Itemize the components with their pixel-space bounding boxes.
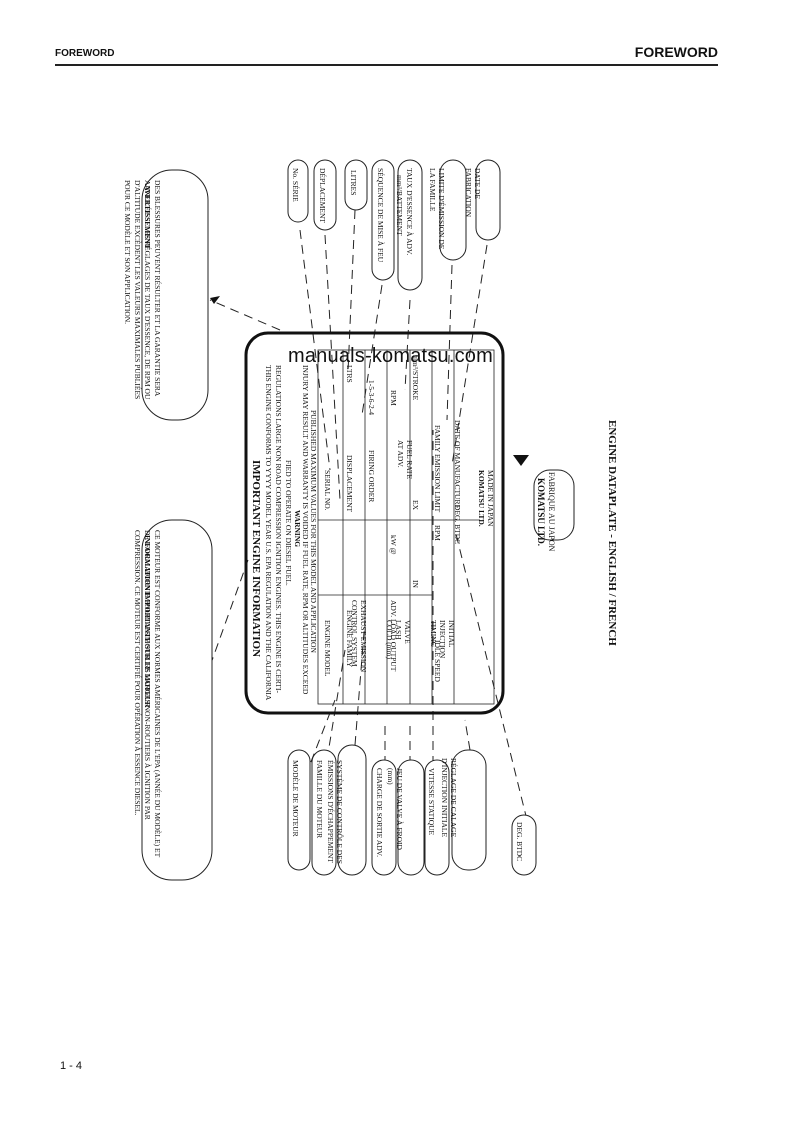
label-btdc-fr: DEG. BTDC <box>515 822 524 862</box>
plate-row-btdc: DEG. BTDC <box>453 505 462 545</box>
label-date-fr: DATE DE FABRICATION <box>464 168 482 218</box>
plate-intro-3: FIED TO OPERATE ON DIESEL FUEL. <box>284 460 293 586</box>
plate-row-manufacture: DATE OF MANUFACTURE <box>453 420 462 510</box>
label-serial-fr: No. SÉRIE <box>291 168 300 202</box>
plate-warning-2: PUBLISHED MAXIMUM VALUES FOR THIS MODEL … <box>309 410 318 653</box>
label-load-fr: CHARGE DE SORTIE ADV. <box>375 768 384 858</box>
plate-row-idle-rpm: RPM <box>433 525 442 541</box>
header-left: FOREWORD <box>55 48 115 59</box>
header-rule <box>55 64 718 66</box>
plate-row-injection: INITIAL INJECTION TIMING <box>429 620 456 659</box>
plate-row-family-limit: FAMILY EMISSION LIMIT <box>433 425 442 513</box>
plate-row-valve: VALVE LASH COLD (mm) <box>385 620 412 659</box>
label-firing-fr: SÉQUENCE DE MISE À FEU <box>376 168 385 263</box>
figure-caption: ENGINE DATAPLATE - ENGLISH / FRENCH <box>606 420 618 646</box>
page-number: 1 - 4 <box>60 1060 83 1072</box>
plate-intro-1: THIS ENGINE CONFORMS TO YYYY MODEL YEAR … <box>264 365 273 701</box>
label-litres-fr: LITRES <box>349 170 358 196</box>
komatsu-mark-line2: FABRIQUE AU JAPON <box>547 472 556 552</box>
plate-row-ex: EX <box>411 500 420 510</box>
info-fr-text: CE MOTEUR EST CONFORME AUX NORMES AMÉRIC… <box>133 530 162 858</box>
plate-title: IMPORTANT ENGINE INFORMATION <box>250 460 262 658</box>
label-model-fr: MODÈLE DE MOTEUR <box>291 760 300 837</box>
plate-maker: KOMATSU LTD. <box>477 470 486 527</box>
label-fuel-fr: TAUX D'ESSENCE À ADV. <box>405 168 414 256</box>
plate-row-in: IN <box>411 580 420 588</box>
label-family-fr: FAMILLE DU MOTEUR <box>315 760 324 839</box>
label-stroke-fr: mm³/BATTEMENT <box>395 175 404 236</box>
plate-row-fuel-rate: FUEL RATE AT ADV. <box>396 440 414 480</box>
label-valve-fr: JEU DE VALVE À FROID (mm) <box>386 768 404 850</box>
label-displacement-fr: DÉPLACEMENT <box>318 168 327 223</box>
plate-row-emission: EXHAUST EMISSION CONTROL SYSTEM <box>350 600 368 673</box>
plate-row-firing: FIRING ORDER <box>367 450 376 503</box>
label-limit-fr: LIMITE D'ÉMISSION DE LA FAMILLE <box>428 168 446 250</box>
label-idle-fr: VITESSE STATIQUE <box>427 768 436 836</box>
label-injection-fr: RÉGLAGE DE CALAGE D'INJECTION INITIALE <box>440 758 458 838</box>
watermark: manuals-komatsu.com <box>288 345 493 367</box>
plate-maker-2: MADE IN JAPAN <box>486 470 495 527</box>
plate-row-rpm: RPM <box>389 390 398 406</box>
label-emission-fr: SYSTÈME DE CONTRÔLE DES ÉMISSIONS D'ÉCHA… <box>326 760 344 864</box>
plate-row-serial: SERIAL NO. <box>323 470 332 511</box>
plate-intro-2: REGULATIONS LARGE NON ROAD COMPRESSION I… <box>274 365 283 693</box>
plate-row-firing-value: 1-5-3-6-2-4 <box>367 380 376 415</box>
warning-fr-text: DES BLESSURES PEUVENT RÉSULTER ET LA GAR… <box>123 180 162 400</box>
plate-row-engine-model: ENGINE MODEL <box>323 620 332 677</box>
header-right: FOREWORD <box>634 44 718 60</box>
plate-row-displacement: DISPLACEMENT <box>345 455 354 513</box>
komatsu-mark-line1: KOMATSU LTD. <box>536 478 546 547</box>
plate-row-kw: kW @ <box>389 535 398 555</box>
